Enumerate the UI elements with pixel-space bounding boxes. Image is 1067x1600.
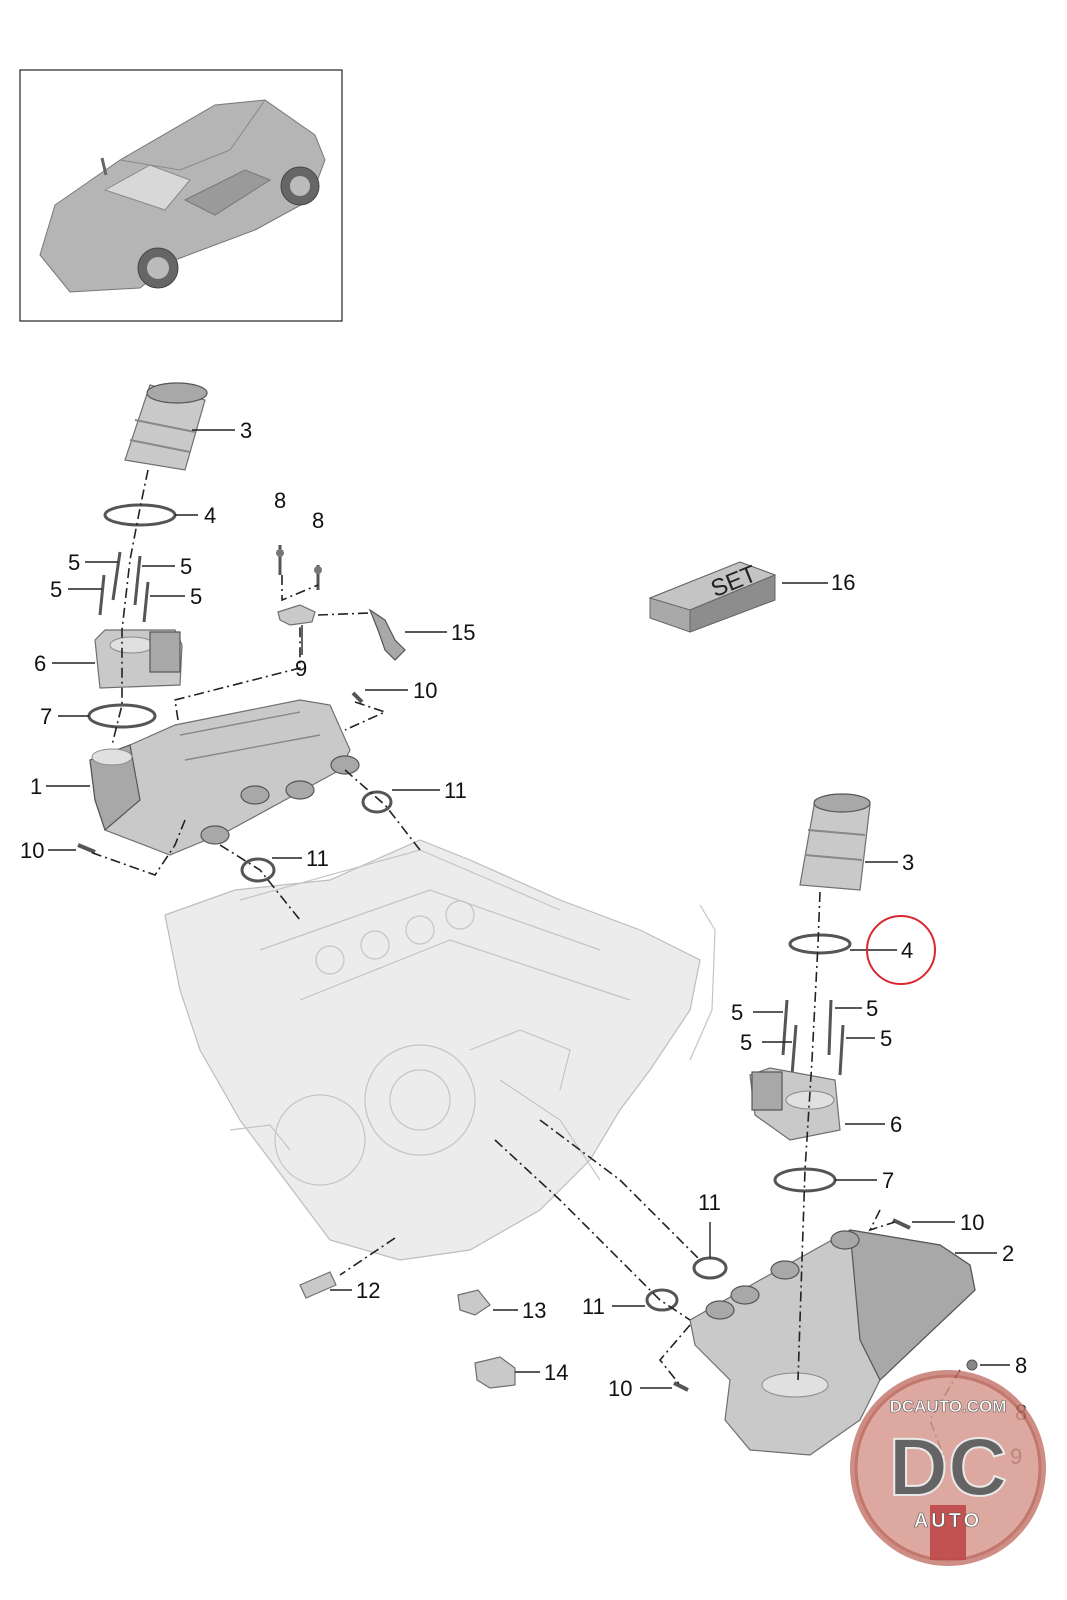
bolts-8-upper (276, 545, 322, 590)
callout-3-upper: 3 (240, 418, 252, 443)
callout-5-h: 5 (880, 1026, 892, 1051)
ring-right-4 (788, 933, 852, 955)
callout-5-a: 5 (68, 550, 80, 575)
part-12-plug (299, 1271, 337, 1299)
watermark-word: AUTO (914, 1510, 982, 1532)
callout-7-right: 7 (882, 1168, 894, 1193)
callout-6-right: 6 (890, 1112, 902, 1137)
callout-5-c: 5 (50, 577, 62, 602)
intake-manifold-right (689, 1229, 976, 1456)
callout-2: 2 (1002, 1241, 1014, 1266)
callout-10-left: 10 (20, 838, 44, 863)
callout-11-d: 11 (582, 1294, 605, 1319)
watermark-letters: DC (889, 1422, 1007, 1513)
bolt-10-upper (351, 691, 364, 704)
callout-8-b: 8 (312, 508, 324, 533)
callout-10-upper: 10 (413, 678, 437, 703)
part-13-clip (457, 1289, 491, 1316)
callout-labels: 3 4 5 5 5 5 6 7 1 10 8 8 15 9 10 11 11 1… (20, 418, 1027, 1469)
dcauto-watermark: DCAUTO.COM DC AUTO (850, 1370, 1046, 1566)
throttle-body-right (749, 1067, 841, 1141)
callout-10-lower: 10 (608, 1376, 632, 1401)
callout-5-d: 5 (190, 584, 202, 609)
callout-8-c: 8 (1015, 1353, 1027, 1378)
intake-manifold-left (89, 699, 360, 856)
air-hose-left (124, 382, 208, 471)
callout-7-left: 7 (40, 704, 52, 729)
callout-5-g: 5 (740, 1030, 752, 1055)
ring-11-b (240, 857, 276, 883)
callout-1: 1 (30, 774, 42, 799)
callout-11-b: 11 (306, 846, 329, 871)
callout-11-a: 11 (444, 778, 467, 803)
ring-left-7 (87, 703, 157, 729)
callout-5-e: 5 (731, 1000, 743, 1025)
throttle-body-left (94, 629, 183, 689)
callout-5-f: 5 (866, 996, 878, 1021)
callout-5-b: 5 (180, 554, 192, 579)
callout-8-a: 8 (274, 488, 286, 513)
callout-10-right: 10 (960, 1210, 984, 1235)
callout-4-upper: 4 (204, 503, 216, 528)
bolts-right (781, 999, 845, 1076)
part-14-clip (474, 1356, 516, 1389)
callout-11-c: 11 (698, 1190, 721, 1215)
bolts-left (98, 551, 150, 623)
ring-left-4 (103, 503, 177, 527)
callout-16: 16 (831, 570, 855, 595)
callout-9-upper: 9 (295, 656, 307, 681)
engine-block (164, 839, 716, 1261)
callout-13: 13 (522, 1298, 546, 1323)
sensor-15 (368, 608, 406, 661)
callout-4-lower: 4 (901, 938, 913, 963)
watermark-site: DCAUTO.COM (890, 1397, 1007, 1416)
bracket-9-upper (277, 604, 316, 626)
ring-11-d (645, 1288, 679, 1312)
callout-12: 12 (356, 1278, 380, 1303)
air-hose-right (799, 793, 871, 891)
highlight-circle (866, 915, 936, 985)
bolt-10-right (892, 1218, 911, 1230)
callout-6-left: 6 (34, 651, 46, 676)
vehicle-thumbnail (19, 69, 343, 322)
bolt-8-lower (966, 1359, 978, 1371)
callout-3-lower: 3 (902, 850, 914, 875)
bolt-10-lower (673, 1381, 689, 1392)
ring-11-c (692, 1256, 728, 1280)
callout-14: 14 (544, 1360, 568, 1385)
callout-15: 15 (451, 620, 475, 645)
ring-11-a (361, 790, 393, 814)
leader-lines (46, 429, 1010, 1389)
set-box: SET (648, 560, 777, 633)
bolt-10-left (77, 843, 96, 854)
